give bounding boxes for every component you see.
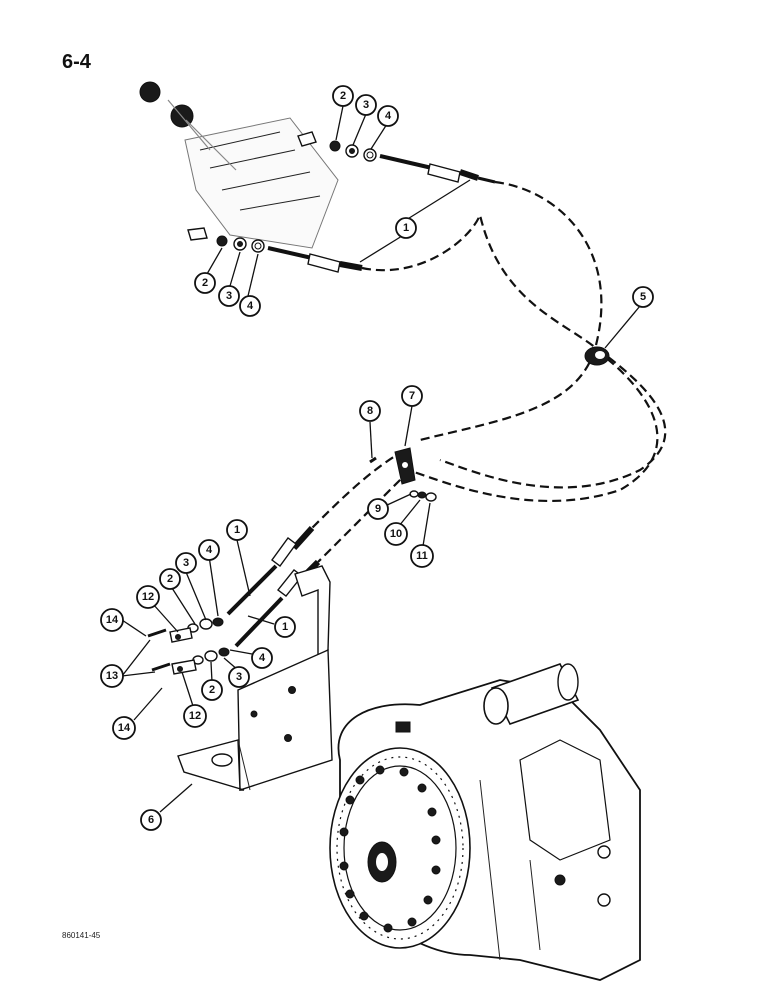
callout-label: 2 bbox=[167, 573, 173, 585]
callout-label: 1 bbox=[234, 524, 240, 536]
callout-label: 3 bbox=[226, 290, 232, 302]
callout-3-mid: 3 bbox=[218, 285, 240, 307]
callout-3-top: 3 bbox=[355, 94, 377, 116]
callout-label: 14 bbox=[106, 614, 119, 626]
control-lever-console bbox=[139, 81, 339, 249]
cable-path-b bbox=[361, 211, 667, 489]
callout-2-mid: 2 bbox=[194, 272, 216, 294]
callout-label: 5 bbox=[640, 291, 646, 303]
callout-9: 9 bbox=[367, 498, 389, 520]
callout-11: 11 bbox=[410, 544, 434, 568]
clamp-nut bbox=[425, 492, 437, 502]
callout-2-top: 2 bbox=[332, 85, 354, 107]
callout-label: 2 bbox=[209, 684, 215, 696]
lower-hardware-lower-row bbox=[151, 647, 230, 675]
mounting-plate bbox=[177, 648, 333, 791]
clamp-washer bbox=[409, 490, 419, 498]
callout-label: 8 bbox=[367, 405, 373, 417]
callout-8: 8 bbox=[359, 400, 381, 422]
callout-label: 4 bbox=[247, 300, 254, 312]
cable-grommet bbox=[584, 346, 610, 366]
lower-cable-end-a bbox=[226, 525, 315, 616]
callout-label: 6 bbox=[148, 814, 154, 826]
callout-label: 7 bbox=[409, 390, 415, 402]
footer-code: 860141-45 bbox=[62, 931, 101, 940]
cable-path-c bbox=[407, 349, 659, 503]
callout-1-upper-a: 1 bbox=[395, 217, 417, 239]
callout-12-upper: 12 bbox=[136, 585, 160, 609]
callout-10: 10 bbox=[384, 522, 408, 546]
callout-label: 2 bbox=[340, 90, 346, 102]
console-plate bbox=[184, 117, 339, 249]
lever-knob-left bbox=[139, 81, 161, 103]
clamp-lockwasher bbox=[417, 491, 427, 499]
callout-4-top: 4 bbox=[377, 105, 399, 127]
clamp-screw bbox=[369, 456, 377, 464]
upper-cable-end-a bbox=[297, 131, 496, 184]
callout-label: 4 bbox=[206, 544, 213, 556]
callout-4-lower-lower: 4 bbox=[251, 647, 273, 669]
callout-3-lower-lower: 3 bbox=[228, 666, 250, 688]
leader-lines bbox=[121, 105, 641, 813]
callout-14-upper: 14 bbox=[100, 608, 124, 632]
callout-1-lower-a: 1 bbox=[226, 519, 248, 541]
callout-label: 3 bbox=[363, 99, 369, 111]
page-number: 6-4 bbox=[62, 51, 92, 73]
lower-hardware-upper-row bbox=[147, 617, 224, 643]
callout-label: 14 bbox=[118, 722, 131, 734]
callout-label: 10 bbox=[390, 528, 402, 540]
callout-label: 4 bbox=[385, 110, 392, 122]
callout-label: 12 bbox=[142, 591, 154, 603]
callout-label: 11 bbox=[416, 550, 428, 562]
cable-path-d bbox=[311, 449, 406, 529]
callout-4-mid: 4 bbox=[239, 295, 261, 317]
callout-7: 7 bbox=[401, 385, 423, 407]
callout-1-lower-b: 1 bbox=[274, 616, 296, 638]
callout-2-lower-upper: 2 bbox=[159, 568, 181, 590]
callout-label: 3 bbox=[236, 671, 242, 683]
callout-6: 6 bbox=[140, 809, 162, 831]
cable-bracket bbox=[294, 565, 331, 658]
transmission-housing bbox=[329, 663, 641, 981]
callout-label: 13 bbox=[106, 670, 118, 682]
callout-label: 1 bbox=[403, 222, 409, 234]
cable-path-e bbox=[317, 469, 411, 563]
callout-label: 3 bbox=[183, 557, 189, 569]
cable-path-a bbox=[419, 180, 603, 442]
callout-label: 4 bbox=[259, 652, 266, 664]
cable-clamp bbox=[394, 447, 416, 485]
callout-3-lower-upper: 3 bbox=[175, 552, 197, 574]
callout-label: 9 bbox=[375, 503, 381, 515]
callout-14-lower: 14 bbox=[112, 716, 136, 740]
callout-13: 13 bbox=[100, 664, 124, 688]
callout-5: 5 bbox=[632, 286, 654, 308]
callout-label: 12 bbox=[189, 710, 201, 722]
upper-cable-end-b bbox=[187, 227, 363, 273]
callout-label: 2 bbox=[202, 277, 208, 289]
callout-4-lower-upper: 4 bbox=[198, 539, 220, 561]
callout-2-lower-lower: 2 bbox=[201, 679, 223, 701]
callout-label: 1 bbox=[282, 621, 288, 633]
callout-12-lower: 12 bbox=[183, 704, 207, 728]
